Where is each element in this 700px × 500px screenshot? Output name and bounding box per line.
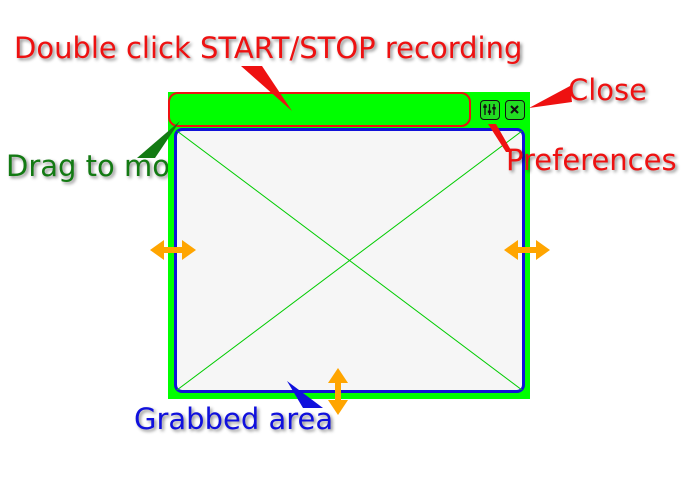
resize-left-arrow-icon[interactable]: [150, 240, 196, 260]
start-stop-label: Double click START/STOP recording: [14, 31, 523, 65]
close-pointer: [529, 86, 572, 108]
grabbed-area-label: Grabbed area: [134, 402, 334, 436]
preferences-pointer: [488, 124, 512, 152]
title-bar[interactable]: [168, 92, 471, 127]
preferences-label: Preferences: [506, 143, 677, 177]
close-x-icon: [510, 105, 519, 114]
close-button[interactable]: [505, 100, 525, 120]
preferences-button[interactable]: [480, 100, 500, 120]
close-label: Close: [568, 73, 647, 107]
sliders-icon: [483, 104, 496, 115]
resize-bottom-arrow-icon[interactable]: [328, 368, 348, 415]
grabbed-pointer: [287, 381, 323, 408]
grabbed-area[interactable]: [174, 128, 525, 393]
drag-pointer: [137, 121, 180, 158]
resize-right-arrow-icon[interactable]: [504, 240, 550, 260]
capture-crosshair: [177, 131, 522, 390]
start-stop-pointer: [241, 66, 292, 111]
